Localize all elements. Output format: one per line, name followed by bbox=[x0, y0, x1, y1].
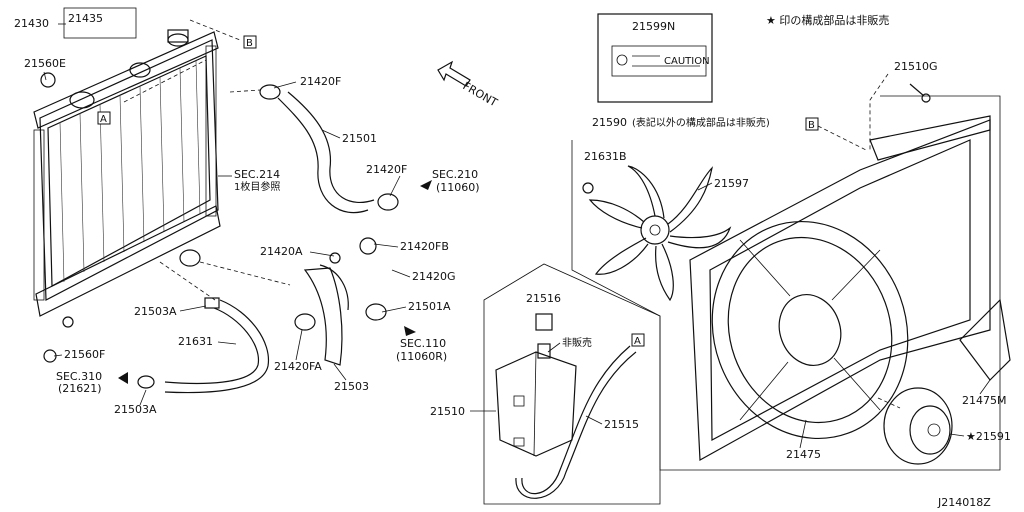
label-21501a: 21501A bbox=[408, 300, 451, 313]
label-21435: 21435 bbox=[68, 12, 103, 25]
label-sec210: SEC.210 bbox=[432, 168, 478, 181]
ref-box-b-radiator bbox=[243, 35, 257, 49]
ref-a-reservoir: A bbox=[634, 336, 641, 347]
label-sec310: SEC.310 bbox=[56, 370, 102, 383]
reservoir-hose bbox=[515, 345, 637, 499]
overflow-hose bbox=[137, 297, 270, 394]
front-label: FRONT bbox=[461, 79, 500, 109]
label-21560f: 21560F bbox=[64, 348, 105, 361]
arrow-sec310-icon bbox=[118, 372, 128, 384]
label-21503: 21503 bbox=[334, 380, 369, 393]
label-21590: 21590 bbox=[592, 116, 627, 129]
label-21475: 21475 bbox=[786, 448, 821, 461]
label-sec210-sub: (11060) bbox=[436, 181, 480, 194]
label-21631b: 21631B bbox=[584, 150, 627, 163]
label-21420g: 21420G bbox=[412, 270, 456, 283]
reservoir-tank bbox=[495, 343, 577, 457]
ref-box-a-reservoir bbox=[631, 333, 645, 347]
arrow-sec210-icon bbox=[420, 180, 432, 190]
caution-text: CAUTION bbox=[664, 56, 710, 67]
caution-label-box: 21599N CAUTION bbox=[597, 13, 713, 103]
label-21510g: 21510G bbox=[894, 60, 938, 73]
label-21599n: 21599N bbox=[632, 20, 675, 33]
fan-motor bbox=[883, 387, 953, 465]
bolt-21510g bbox=[909, 83, 931, 103]
ref-box-b-shroud bbox=[805, 117, 819, 131]
label-sec214-sub: 1枚目参照 bbox=[234, 180, 280, 193]
label-sec110-sub: (11060R) bbox=[396, 350, 447, 363]
label-21631: 21631 bbox=[178, 335, 213, 348]
arrow-sec110-icon bbox=[404, 326, 416, 336]
reservoir-frame bbox=[483, 263, 661, 505]
label-21430: 21430 bbox=[14, 17, 49, 30]
label-21590-note: (表記以外の構成部品は非販売) bbox=[632, 116, 770, 129]
label-21510: 21510 bbox=[430, 405, 465, 418]
front-arrow: FRONT bbox=[437, 60, 500, 110]
label-21501: 21501 bbox=[342, 132, 377, 145]
lower-hose bbox=[294, 237, 387, 366]
fan-shroud bbox=[689, 115, 991, 461]
ref-box-a-radiator bbox=[97, 111, 111, 125]
label-21420a: 21420A bbox=[260, 245, 303, 258]
label-sec110: SEC.110 bbox=[400, 337, 446, 350]
label-21591: ★21591 bbox=[966, 430, 1011, 443]
label-21560e: 21560E bbox=[24, 57, 66, 70]
label-21503a-top: 21503A bbox=[134, 305, 177, 318]
label-hihanbai: 非販売 bbox=[562, 336, 592, 349]
label-21420fb: 21420FB bbox=[400, 240, 449, 253]
nut-21631b bbox=[582, 182, 594, 194]
label-21420f-mid: 21420F bbox=[366, 163, 407, 176]
reservoir-cap bbox=[535, 313, 553, 331]
label-sec214: SEC.214 bbox=[234, 168, 280, 181]
upper-hose bbox=[229, 84, 399, 214]
label-sec310-sub: (21621) bbox=[58, 382, 102, 395]
diagram-code: J214018Z bbox=[937, 496, 991, 509]
label-21420f-top: 21420F bbox=[300, 75, 341, 88]
ref-a-radiator: A bbox=[100, 114, 107, 125]
fan-blade bbox=[588, 165, 732, 302]
label-21516: 21516 bbox=[526, 292, 561, 305]
motor-cover bbox=[959, 298, 1011, 381]
label-21597: 21597 bbox=[714, 177, 749, 190]
label-21503a-bot: 21503A bbox=[114, 403, 157, 416]
ref-b-radiator: B bbox=[246, 38, 253, 49]
note-non-sale: ★ 印の構成部品は非販売 bbox=[766, 13, 889, 27]
radiator bbox=[33, 29, 221, 363]
label-21420fa: 21420FA bbox=[274, 360, 322, 373]
part-21435-box bbox=[63, 7, 137, 39]
fan-assembly-frame bbox=[571, 95, 1001, 471]
ref-b-shroud: B bbox=[808, 120, 815, 131]
label-21515: 21515 bbox=[604, 418, 639, 431]
label-21475m: 21475M bbox=[962, 394, 1006, 407]
